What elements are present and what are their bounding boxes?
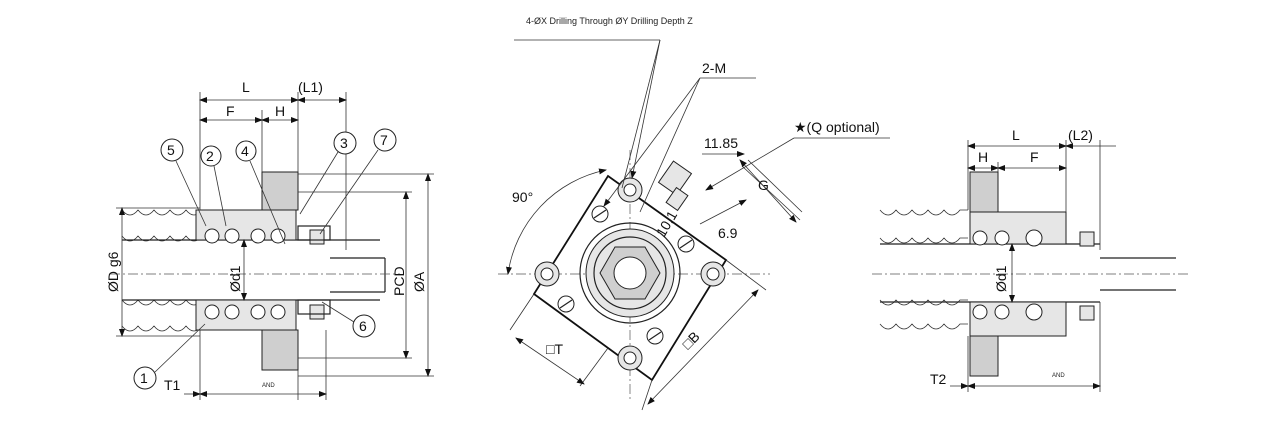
svg-text:5: 5	[167, 142, 175, 158]
shaft-bore	[613, 256, 647, 290]
dim-T: □T	[546, 341, 563, 357]
dim-d1-right: Ød1	[993, 265, 1009, 292]
dim-F: F	[226, 103, 235, 119]
thread-top-upper	[121, 209, 203, 216]
thread-bottom-upper	[121, 299, 203, 306]
callout-2: 2	[200, 145, 227, 227]
svg-text:4: 4	[241, 143, 249, 159]
thread-r-4	[879, 323, 968, 330]
left-section-view: L (L1) F H ØD g6 Ød1 PCD ØA T1 AND	[105, 79, 434, 400]
callout-1: 1	[133, 323, 206, 390]
callout-6: 6	[321, 301, 376, 338]
callout-3: 3	[299, 131, 357, 215]
dim-F-right: F	[1030, 149, 1039, 165]
dim-H-right: H	[978, 149, 988, 165]
dim-T1: T1	[164, 377, 181, 393]
right-section-view: L (L2) H F Ød1 T2 AND	[872, 127, 1190, 392]
callout-7: 7	[319, 128, 397, 235]
and-label-right: AND	[1052, 373, 1065, 379]
drilling-note: 4-ØX Drilling Through ØY Drilling Depth …	[526, 16, 693, 26]
callout-4: 4	[235, 140, 286, 245]
label-Q-optional: ★(Q optional)	[794, 119, 880, 135]
bearing-balls-bottom	[204, 304, 325, 320]
dim-PCD: PCD	[391, 266, 407, 296]
dim-A: ØA	[411, 271, 427, 292]
dim-G: G	[758, 177, 769, 193]
thread-bottom-lower	[121, 325, 203, 332]
thread-top-lower	[121, 235, 203, 242]
dim-L1: (L1)	[298, 79, 323, 95]
angle-90: 90°	[512, 189, 533, 205]
svg-text:6: 6	[359, 318, 367, 334]
dim-d1: Ød1	[227, 265, 243, 292]
dim-L: L	[242, 79, 250, 95]
flange-r-bottom	[969, 335, 999, 377]
dim-T2: T2	[930, 371, 947, 387]
label-2M: 2-M	[702, 60, 726, 76]
dim-6-9: 6.9	[718, 225, 738, 241]
grease-nipple	[657, 160, 693, 212]
flange-top	[261, 171, 299, 211]
svg-text:1: 1	[140, 370, 148, 386]
flange-bottom	[261, 329, 299, 371]
dim-11-85: 11.85	[704, 135, 738, 151]
svg-text:2: 2	[206, 148, 214, 164]
bearing-balls-right	[972, 229, 1095, 321]
svg-text:3: 3	[340, 135, 348, 151]
thread-r-3	[879, 299, 968, 306]
dim-H: H	[275, 103, 285, 119]
thread-r-1	[879, 209, 968, 216]
callout-5: 5	[160, 138, 207, 227]
angle-arc	[506, 168, 607, 275]
dim-D-g6: ØD g6	[105, 251, 121, 292]
and-label-left: AND	[262, 383, 275, 389]
dim-L2: (L2)	[1068, 127, 1093, 143]
flange-r-top	[969, 171, 999, 213]
dim-L-right: L	[1012, 127, 1020, 143]
thread-r-2	[879, 237, 968, 244]
center-front-view: 90° 4-ØX Drilling Through ØY Drilling De…	[498, 16, 890, 411]
svg-text:7: 7	[380, 132, 388, 148]
